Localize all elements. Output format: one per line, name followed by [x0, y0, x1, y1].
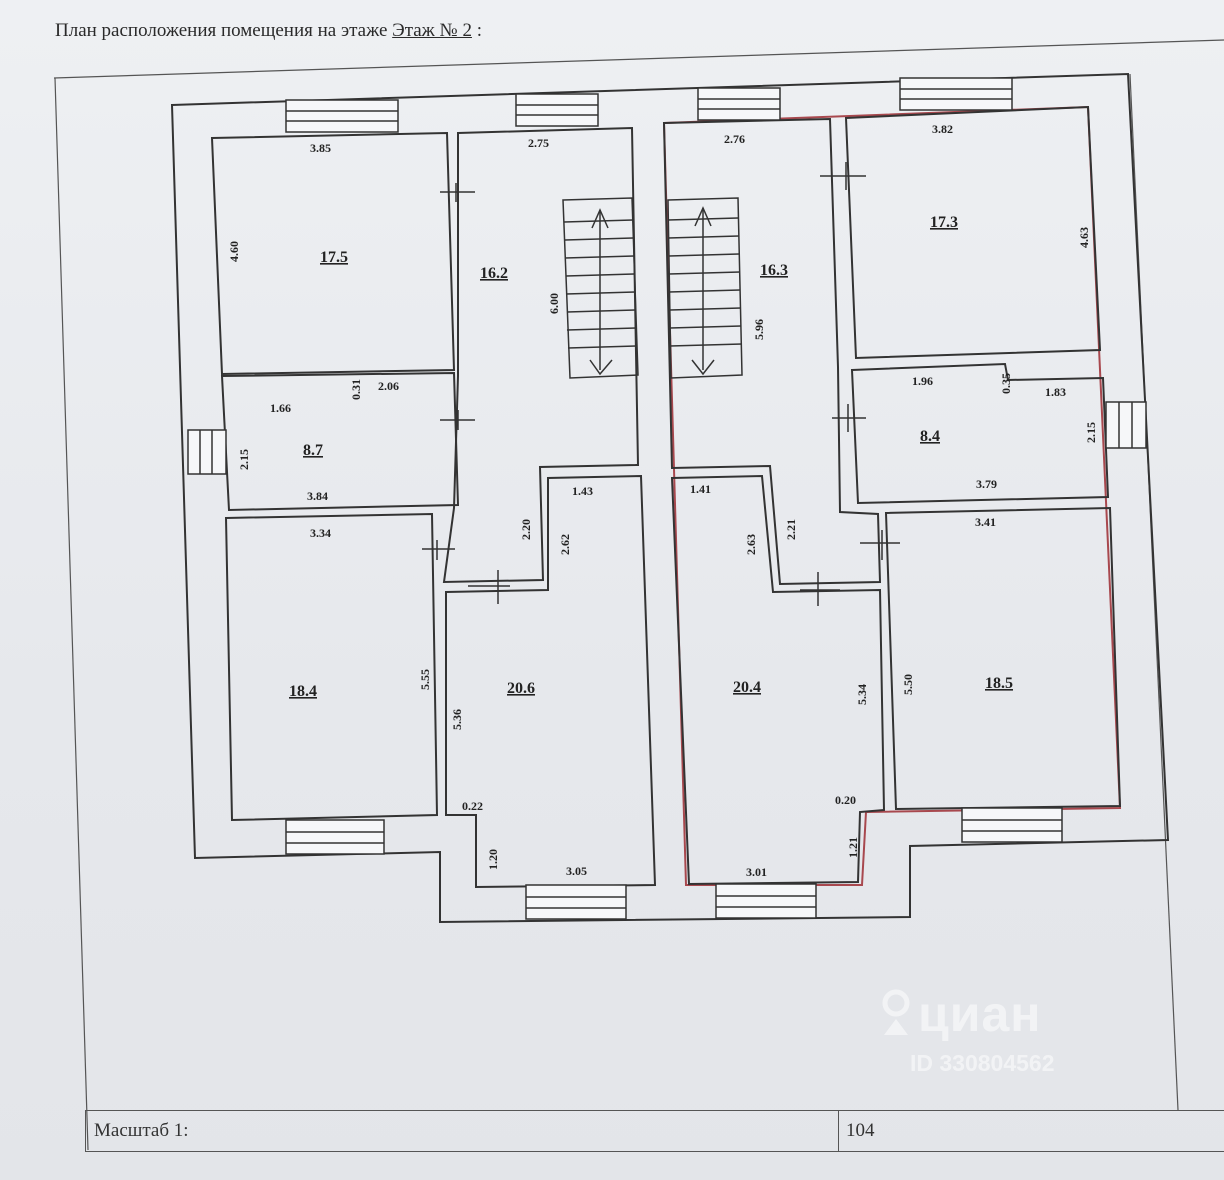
dimension-label: 6.00 [547, 293, 561, 314]
room-area-label: 18.4 [289, 683, 317, 700]
dimension-label: 3.84 [307, 489, 328, 503]
dimension-label: 2.20 [519, 519, 533, 540]
window-bottom-3 [715, 883, 817, 919]
dimension-labels: 3.85 4.60 2.75 6.00 1.66 0.31 2.06 2.15 … [227, 122, 1098, 879]
dimension-label: 0.31 [349, 379, 363, 400]
footer-divider [838, 1111, 839, 1151]
room-area-label: 17.5 [320, 249, 348, 266]
dimension-label: 2.15 [237, 449, 251, 470]
building-outer-wall [170, 72, 1170, 924]
dimension-label: 1.83 [1045, 385, 1066, 399]
page-title: План расположения помещения на этаже Эта… [55, 20, 482, 42]
dimension-label: 3.41 [975, 515, 996, 529]
room-outline-20-6 [445, 474, 657, 889]
window-top-4 [899, 77, 1013, 111]
dimension-label: 3.85 [310, 141, 331, 155]
floor-name: Этаж № 2 [392, 20, 472, 41]
room-area-label: 8.7 [303, 442, 323, 459]
dimension-label: 5.50 [901, 674, 915, 695]
dimension-label: 2.15 [1084, 422, 1098, 443]
room-area-label: 17.3 [930, 214, 958, 231]
dimension-label: 2.06 [378, 379, 399, 393]
dimension-label: 2.21 [784, 519, 798, 540]
dimension-label: 3.79 [976, 477, 997, 491]
watermark: циан ID 330804562 [880, 985, 1110, 1085]
dimension-label: 0.22 [462, 799, 483, 813]
stairs-right [667, 197, 743, 379]
footer-table: Масштаб 1: 104 [85, 1110, 1224, 1152]
dimension-label: 2.75 [528, 136, 549, 150]
room-outline-20-4 [670, 474, 886, 886]
room-area-label: 8.4 [920, 428, 940, 445]
window-bottom-4 [961, 807, 1063, 843]
location-pin-icon [882, 989, 910, 1035]
window-top-3 [697, 87, 781, 121]
dimension-label: 1.43 [572, 484, 593, 498]
dimension-label: 3.05 [566, 864, 587, 878]
window-top-1 [285, 99, 399, 133]
frame-left [54, 77, 89, 1151]
window-bottom-1 [285, 819, 385, 855]
header-prefix: План расположения помещения на этаже [55, 20, 388, 41]
dimension-label: 1.21 [846, 837, 860, 858]
dimension-label: 1.96 [912, 374, 933, 388]
room-outline-16-2 [442, 126, 640, 584]
room-outline-17-5 [210, 131, 456, 376]
dimension-label: 3.34 [310, 526, 331, 540]
dimension-label: 5.96 [752, 319, 766, 340]
room-outline-16-3 [662, 117, 882, 586]
dimension-label: 4.63 [1077, 227, 1091, 248]
right-unit-outline [662, 105, 1122, 886]
room-outline-17-3 [844, 105, 1102, 360]
header-suffix: : [471, 20, 482, 41]
dimension-label: 1.66 [270, 401, 291, 415]
page-number: 104 [846, 1120, 875, 1141]
dimension-label: 5.34 [855, 684, 869, 705]
dimension-label: 4.60 [227, 241, 241, 262]
door-marks [422, 162, 900, 606]
watermark-brand: циан [918, 986, 1042, 1042]
room-outline-18-4 [224, 512, 439, 822]
window-left [187, 429, 227, 475]
room-area-label: 18.5 [985, 675, 1013, 692]
watermark-id: ID 330804562 [910, 1050, 1055, 1076]
window-right [1105, 401, 1147, 449]
header-rule [53, 39, 1224, 79]
room-outline-8-7 [220, 371, 460, 512]
dimension-label: 0.35 [999, 373, 1013, 394]
room-area-label: 20.6 [507, 680, 535, 697]
scale-label: Масштаб 1: [94, 1120, 189, 1141]
room-area-label: 16.3 [760, 262, 788, 279]
window-top-2 [515, 93, 599, 127]
window-bottom-2 [525, 884, 627, 920]
dimension-label: 2.62 [558, 534, 572, 555]
room-labels: 17.5 16.2 8.7 18.4 20.6 16.3 17.3 8.4 20… [289, 214, 1013, 700]
dimension-label: 5.55 [418, 669, 432, 690]
room-outline-8-4 [850, 362, 1110, 505]
dimension-label: 2.76 [724, 132, 745, 146]
dimension-label: 2.63 [744, 534, 758, 555]
room-area-label: 20.4 [733, 679, 761, 696]
stairs-left [562, 197, 639, 379]
dimension-label: 5.36 [450, 709, 464, 730]
dimension-label: 1.41 [690, 482, 711, 496]
dimension-label: 3.01 [746, 865, 767, 879]
dimension-label: 0.20 [835, 793, 856, 807]
frame-right [1129, 73, 1179, 1111]
dimension-label: 3.82 [932, 122, 953, 136]
room-area-label: 16.2 [480, 265, 508, 282]
windows [187, 77, 1147, 920]
dimension-label: 1.20 [486, 849, 500, 870]
room-outline-18-5 [884, 506, 1122, 811]
